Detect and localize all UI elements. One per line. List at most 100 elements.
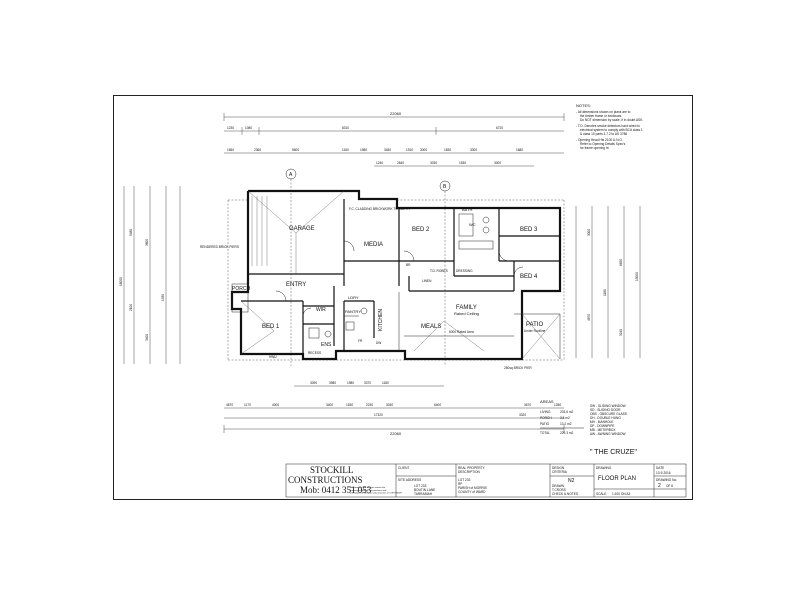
- dim-bottom-extra: 3090: [310, 381, 317, 385]
- company-name: STOCKILL: [310, 465, 353, 475]
- dim-bottom-row1: 4000: [272, 403, 279, 407]
- dim-bottom-extra: 1180: [382, 381, 389, 385]
- drawing-sheet: NOTES: - All dimensions shown on plans a…: [113, 95, 693, 500]
- room-wc: WC: [469, 222, 476, 227]
- dim-top-row2: 2360: [254, 148, 261, 152]
- room-ens: ENS: [321, 342, 332, 348]
- note-fr: FR: [358, 339, 363, 343]
- legend-item: OBS - OBSCURE GLASS: [590, 412, 627, 416]
- room-bed1: BED 1: [262, 324, 280, 330]
- dim-top-total: 22060: [390, 111, 402, 116]
- dim-right: 6630: [619, 259, 623, 266]
- room-patio: PATIO: [526, 322, 543, 328]
- room-bed2: BED 2: [412, 227, 430, 233]
- real-prop-value: LOT 233: [458, 478, 471, 482]
- window-legend: SW - SLIDING WINDOW SD - SLIDING DOOR OB…: [590, 404, 627, 436]
- real-prop-value: COUNTY of WARD: [458, 490, 486, 494]
- dim-left: 3600: [145, 239, 149, 246]
- legend-item: SD - SLIDING DOOR: [590, 408, 621, 412]
- dim-top-row2: 1650: [227, 148, 234, 152]
- drawing-value: FLOOR PLAN: [598, 476, 636, 482]
- real-prop-label: REAL PROPERTY: [458, 466, 485, 470]
- dim-top-row1: 8310: [342, 126, 349, 130]
- right-dimension-lines: 13000 3000 6630 4870 3240 1180: [575, 206, 641, 358]
- notes-line: Refer to Opening Details Spec's: [580, 142, 626, 146]
- note-rendered: RENDERED BRICK PIERS: [200, 245, 239, 249]
- dim-left: 5480: [129, 229, 133, 236]
- notes-line: - All dimensions shown on plans are to: [576, 110, 631, 114]
- legend-item: DH - DOUBLE HUNG: [590, 416, 621, 420]
- dim-bottom-row1: 1170: [244, 403, 251, 407]
- note-hwu: HWU: [269, 355, 277, 359]
- dim-top-row2: 1980: [360, 148, 367, 152]
- svg-text:B: B: [443, 184, 447, 190]
- dim-top-row2: 1160: [342, 148, 349, 152]
- client-label: CLIENT: [398, 466, 409, 470]
- room-media: MEDIA: [364, 242, 383, 248]
- room-family: FAMILY: [456, 305, 477, 311]
- room-pantry: PANTRY: [345, 309, 361, 314]
- scale-label: SCALE: [596, 492, 606, 496]
- room-bed3: BED 3: [520, 227, 538, 233]
- top-dimension-lines: 22060 1230 1080 8310 6720 1650 2360 5600…: [223, 111, 565, 167]
- notes-line: - T.D. Denotes smoke detectors hard wire…: [576, 124, 640, 128]
- area-label: PATIO: [540, 422, 550, 426]
- dim-right: 3240: [619, 329, 623, 336]
- dim-top-row2: 3000: [470, 148, 477, 152]
- note-td-robes: T.D. ROBES: [430, 269, 448, 273]
- dim-left-total: 16000: [119, 277, 123, 286]
- note-linen: LINEN: [422, 279, 432, 283]
- patio-sub: Under Roofline: [524, 329, 545, 333]
- dim-bottom-row1: 2230: [366, 403, 373, 407]
- notes-line: Do NOT dimension by scale, if in doubt A…: [580, 118, 643, 122]
- dim-top-row3: 3000: [494, 161, 501, 165]
- dim-top-row3: 1240: [376, 161, 383, 165]
- dim-bottom-extra: 3670: [524, 403, 531, 407]
- dim-left: 3400: [145, 334, 149, 341]
- legend-item: AW - AWNING WINDOW: [590, 432, 626, 436]
- area-value: 3.5 m2: [560, 416, 570, 420]
- copyright-line: All drawings and designs remain the: [350, 486, 386, 489]
- room-entry: ENTRY: [286, 282, 306, 288]
- room-wir: WIR: [316, 307, 326, 313]
- dim-right: 3000: [587, 229, 591, 236]
- room-bed4: BED 4: [520, 274, 538, 280]
- drawn-value: CHECK & NOTES: [552, 492, 578, 496]
- design-label: CRITERIA: [552, 470, 568, 474]
- dim-bottom-row1: 3030: [386, 403, 393, 407]
- dim-right: 1180: [603, 289, 607, 296]
- dim-top-row2: 3000: [420, 148, 427, 152]
- dim-top-row1: 1080: [245, 126, 252, 130]
- dim-bottom-total: 22060: [390, 431, 402, 436]
- note-recess: RECESS: [308, 351, 321, 355]
- drawing-no-value: 2: [658, 483, 661, 489]
- dim-top-row1: 6720: [496, 126, 503, 130]
- room-garage: GARAGE: [289, 226, 315, 232]
- company-mobile: Mob: 0412 351 053: [300, 485, 372, 495]
- notes-line: - Opening Head Hts 2100 U.N.O.: [576, 138, 623, 142]
- room-ldry: LDRY: [348, 295, 359, 300]
- room-kitchen: KITCHEN: [378, 309, 384, 331]
- notes-line: electrical system to comply with BCA cla…: [580, 128, 643, 132]
- title-block: STOCKILL CONSTRUCTIONS Mob: 0412 351 053…: [285, 463, 687, 498]
- dim-bottom-extra: 6400: [434, 403, 441, 407]
- dim-top-row1: 1230: [227, 126, 234, 130]
- dim-bottom-extra: 1980: [347, 381, 354, 385]
- legend-item: MH - MANHOLE: [590, 420, 614, 424]
- section-marker-a: A: [285, 168, 297, 366]
- room-meals: MEALS: [421, 324, 441, 330]
- dim-right-total: 13000: [635, 272, 639, 281]
- dim-left: 2100: [129, 304, 133, 311]
- drawn-label: DRAWN: [552, 484, 565, 488]
- dim-top-row3: 3030: [430, 161, 437, 165]
- room-dressing: DRESSING: [456, 269, 473, 273]
- drawing-label: DRAWING: [596, 466, 612, 470]
- dim-top-row2: 3450: [384, 148, 391, 152]
- room-porch: PORCH: [232, 286, 250, 292]
- company-name-2: CONSTRUCTIONS: [288, 475, 363, 485]
- family-sub: Raked Ceiling: [454, 311, 479, 316]
- notes-line: & class 10 parts 3.7.2 to AS 3786: [580, 132, 627, 136]
- dim-bottom-row2: 17320: [374, 413, 383, 417]
- area-value: 203.6 m2: [560, 410, 574, 414]
- drawing-no-of: OF 6: [666, 484, 673, 488]
